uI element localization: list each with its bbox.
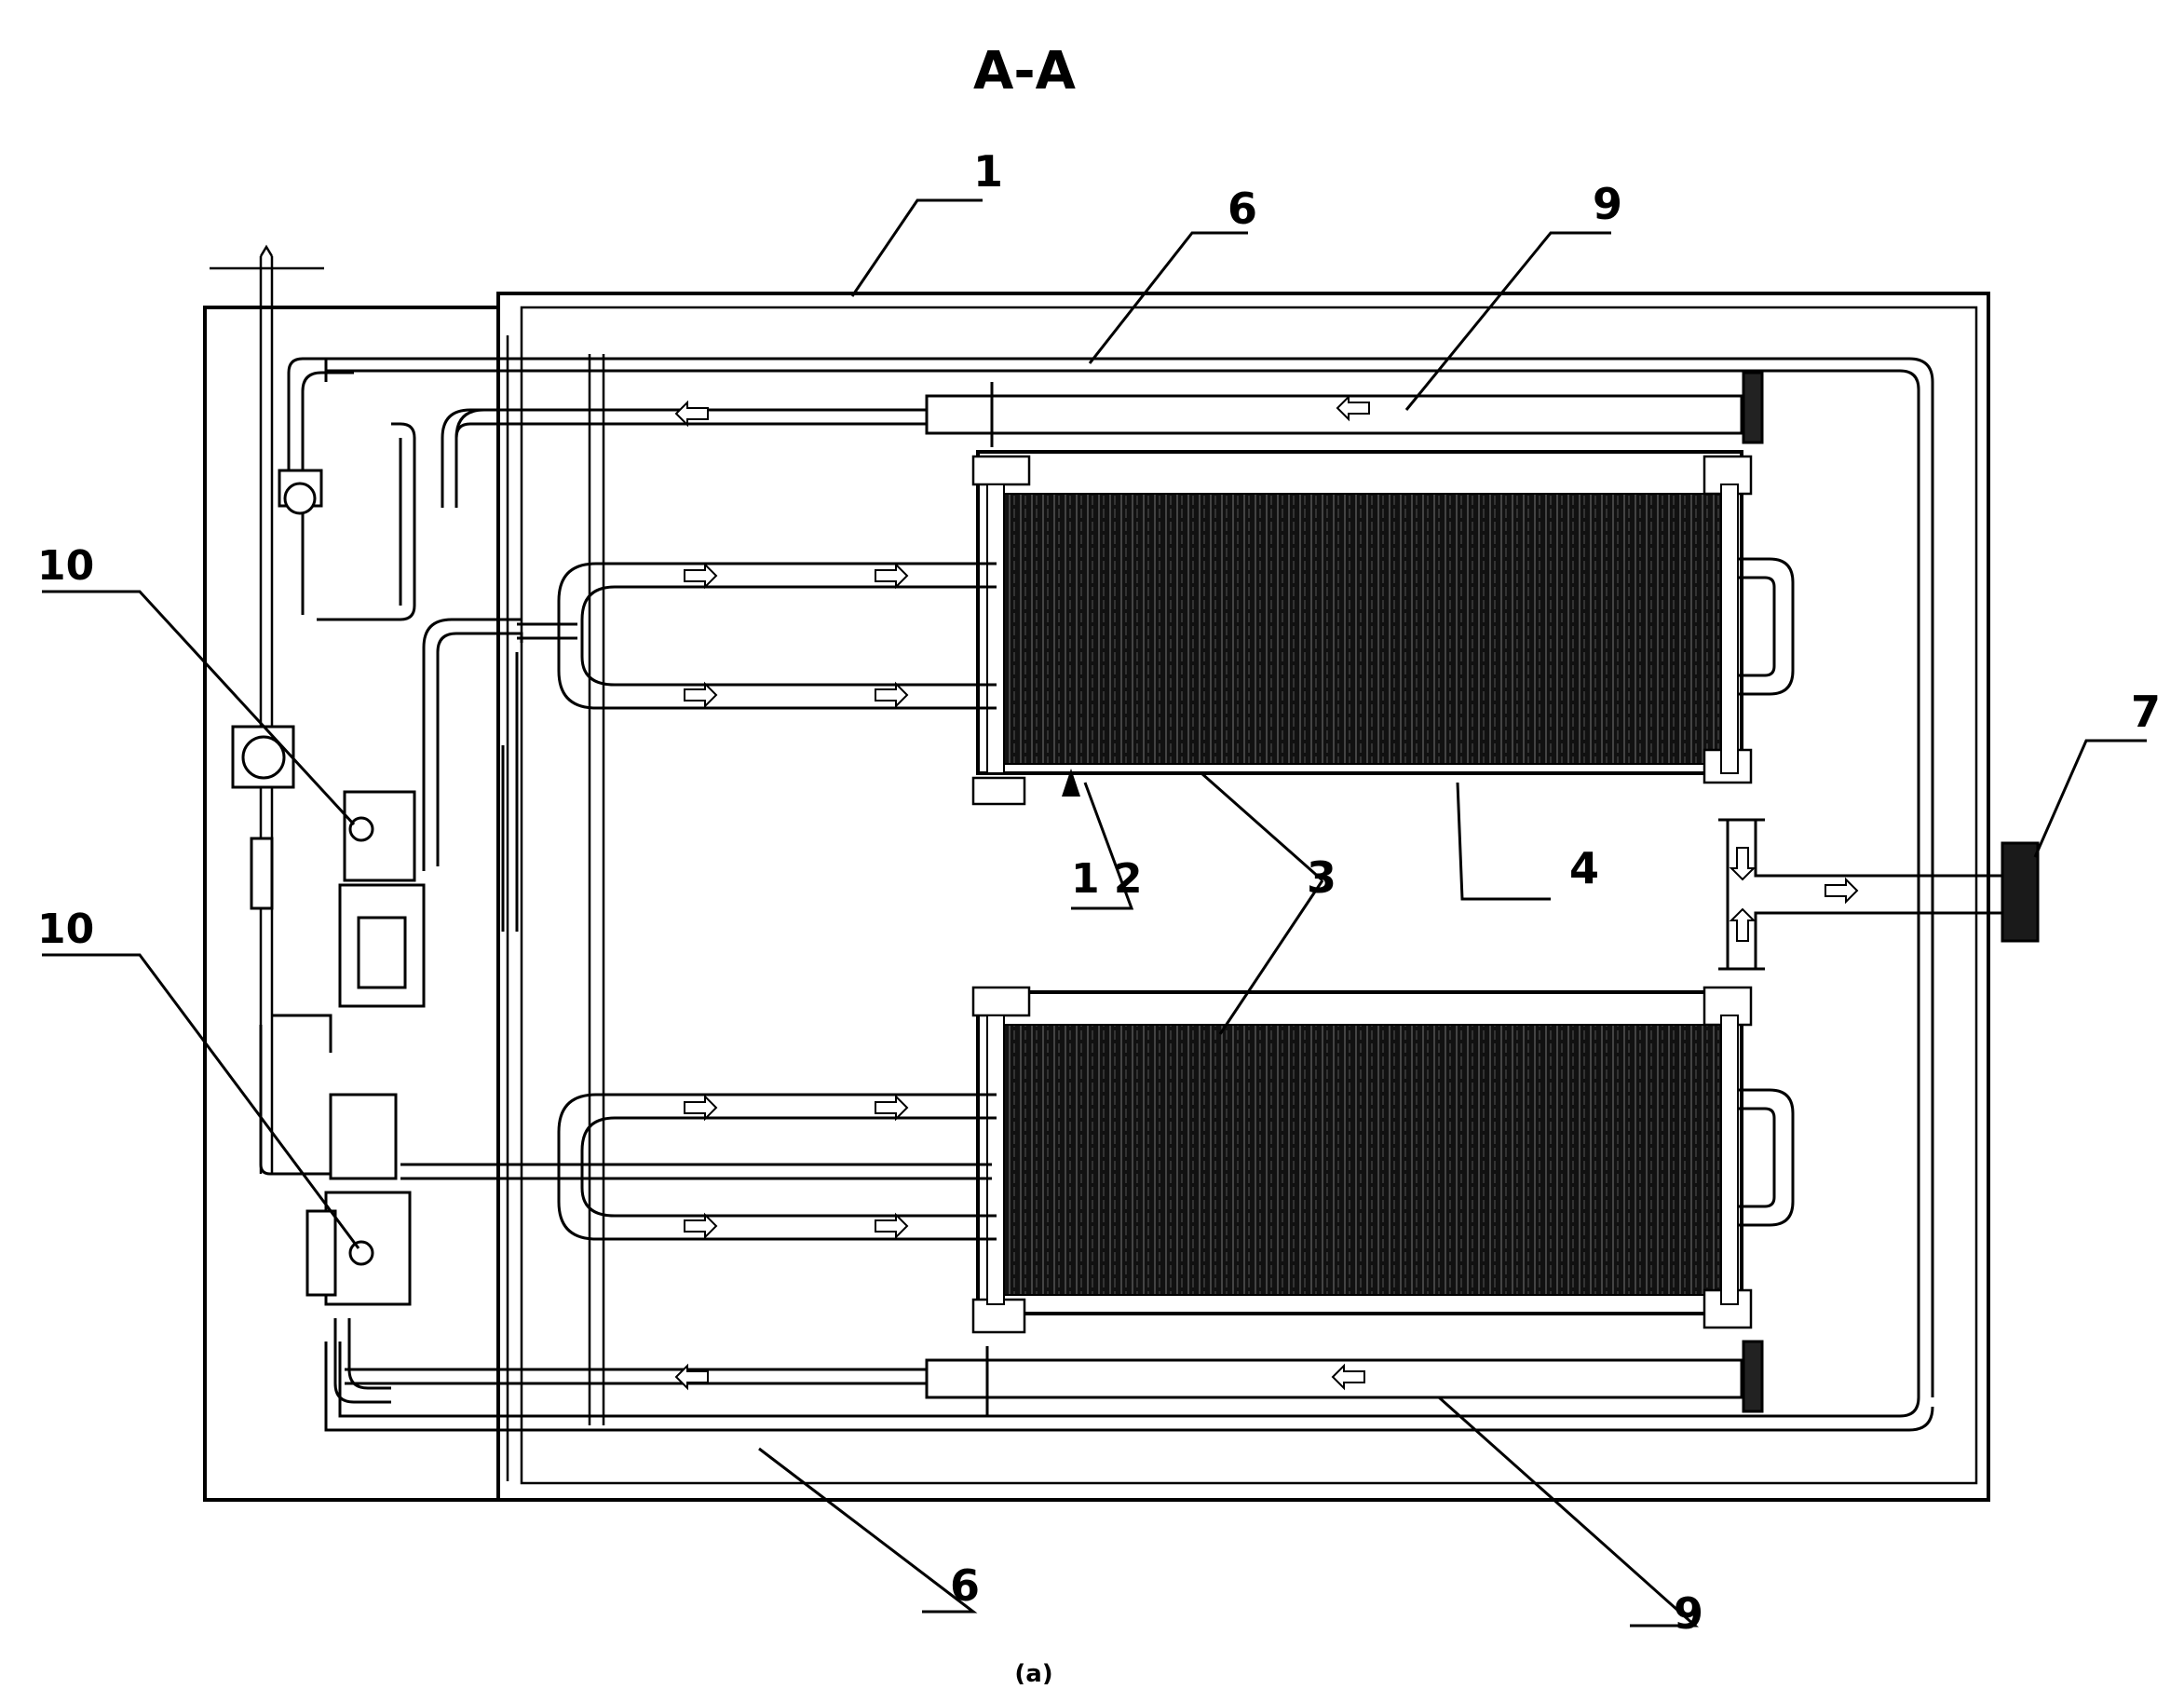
callout-7: 7 bbox=[2131, 687, 2161, 737]
callout-6-top: 6 bbox=[1228, 184, 1257, 234]
callout-10-lower: 10 bbox=[37, 906, 94, 953]
air-duct-bottom bbox=[324, 1342, 1934, 1432]
vent-pipe bbox=[210, 244, 324, 1174]
vertical-rods bbox=[506, 335, 605, 1481]
pump-assembly bbox=[231, 357, 992, 1404]
section-title: A-A bbox=[973, 41, 1077, 102]
collector-pipe-top bbox=[441, 371, 1764, 508]
heat-exchanger-lower bbox=[971, 986, 1795, 1334]
housing-frame bbox=[203, 292, 1990, 1502]
flow-arrows bbox=[674, 394, 1859, 1391]
callout-9-bottom: 9 bbox=[1674, 1588, 1703, 1639]
feed-pipes-upper bbox=[557, 562, 997, 710]
callout-1: 1 bbox=[973, 146, 1003, 197]
outlet-manifold bbox=[1718, 818, 2040, 971]
stray-mark: (a) bbox=[1014, 1660, 1052, 1684]
callout-6-bottom: 6 bbox=[950, 1560, 980, 1611]
air-duct-top bbox=[324, 357, 1934, 1397]
leader-lines bbox=[42, 198, 2147, 1628]
callout-10-upper: 10 bbox=[37, 542, 94, 590]
callout-4: 4 bbox=[1569, 843, 1599, 893]
callout-12: 1 2 bbox=[1071, 855, 1143, 903]
collector-pipe-bottom bbox=[345, 1340, 1764, 1416]
callout-9-top: 9 bbox=[1593, 179, 1622, 229]
callout-3: 3 bbox=[1307, 852, 1336, 903]
arrow-head-12 bbox=[1062, 769, 1080, 797]
heat-exchanger-upper bbox=[971, 450, 1795, 806]
feed-pipes-lower bbox=[557, 1093, 997, 1241]
